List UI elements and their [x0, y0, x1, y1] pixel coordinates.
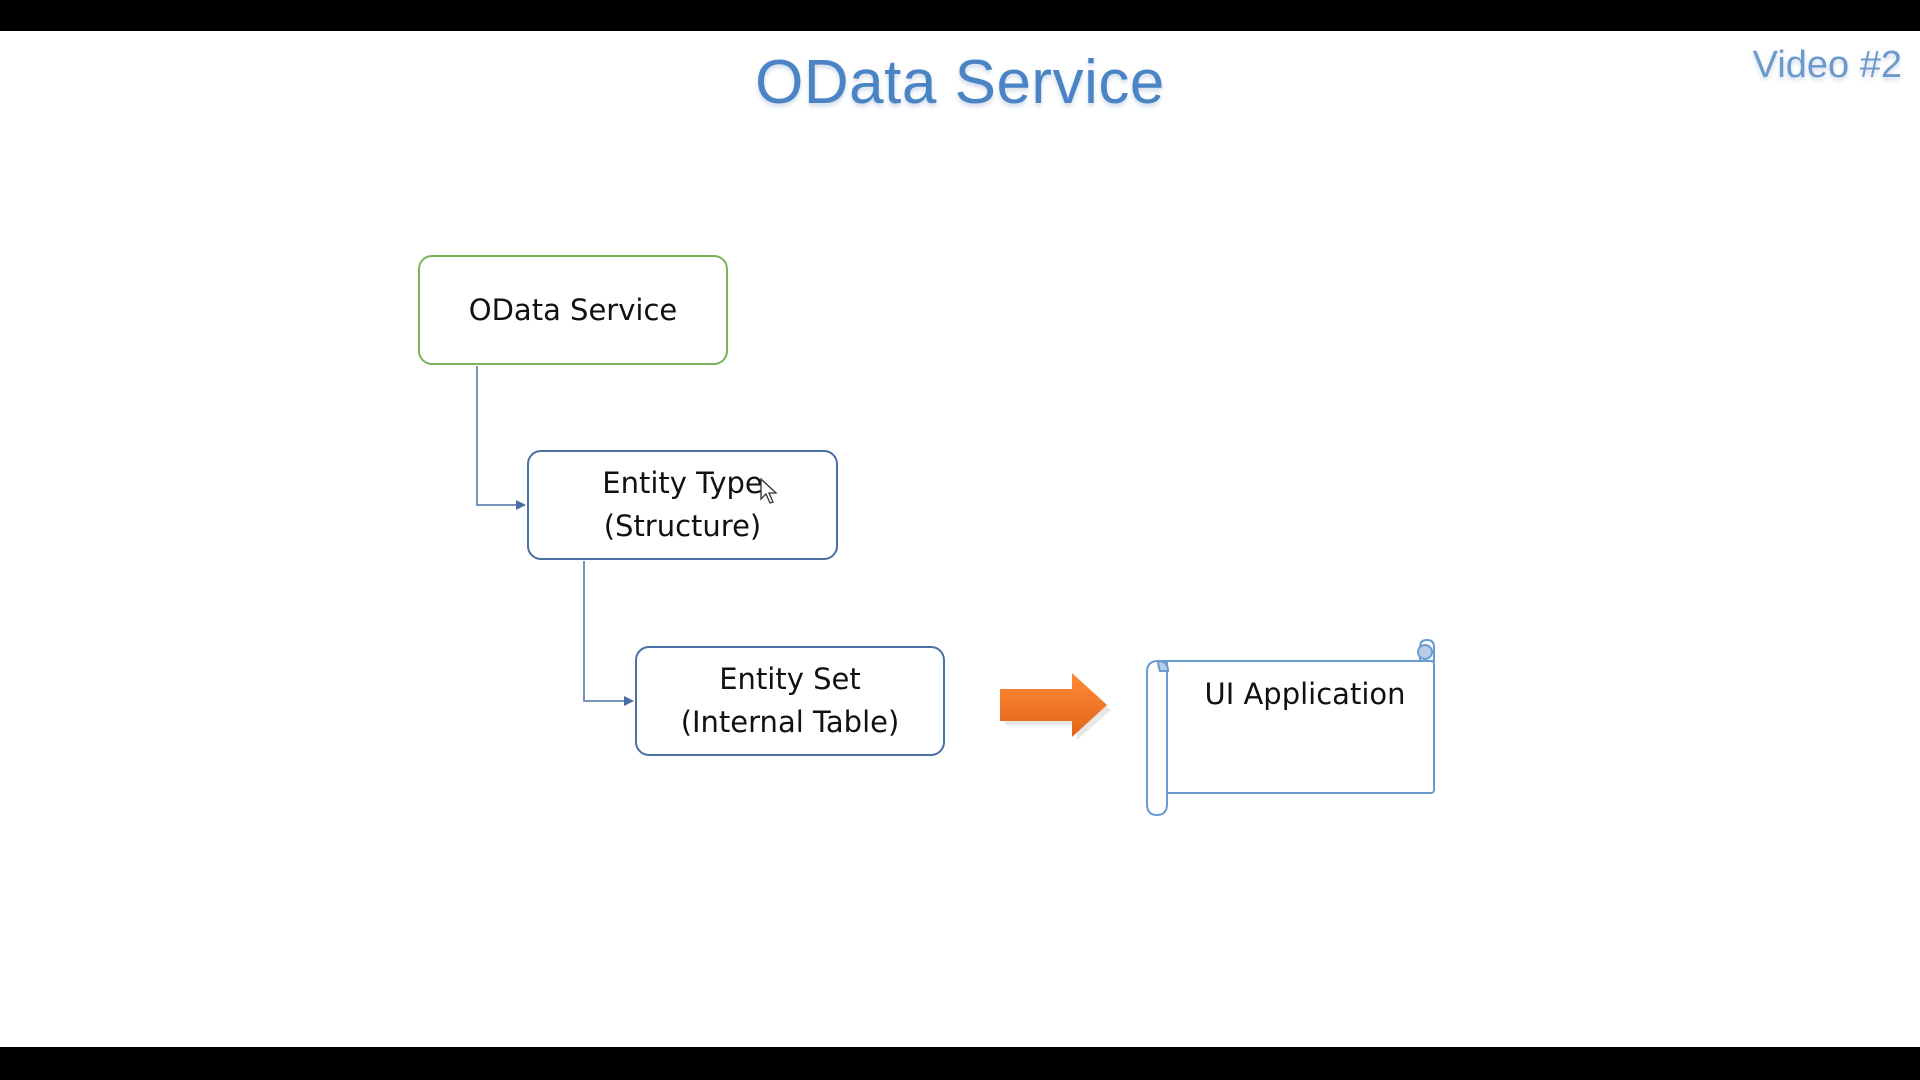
odata-service-label: OData Service	[468, 292, 678, 327]
entity-type-label: Entity Type	[602, 466, 763, 500]
diagram-connectors	[476, 366, 1435, 817]
video-number-tag: Video #2	[1752, 44, 1902, 86]
connector-service-to-type	[476, 366, 526, 510]
entity-type-node: Entity Type (Structure)	[527, 450, 838, 560]
entity-type-sublabel: (Structure)	[603, 509, 762, 543]
ui-application-scroll	[1146, 638, 1435, 817]
slide-title: OData Service	[755, 48, 1165, 117]
ui-application-label: UI Application	[1204, 677, 1406, 711]
connector-type-to-set	[583, 561, 634, 706]
entity-set-label: Entity Set	[719, 662, 861, 696]
mouse-cursor-icon	[760, 478, 778, 504]
odata-service-node: OData Service	[418, 255, 728, 365]
entity-set-sublabel: (Internal Table)	[680, 705, 900, 739]
orange-right-arrow-icon	[1000, 673, 1111, 740]
entity-set-node: Entity Set (Internal Table)	[635, 646, 945, 756]
slide: OData Service Video #2	[0, 31, 1920, 1047]
